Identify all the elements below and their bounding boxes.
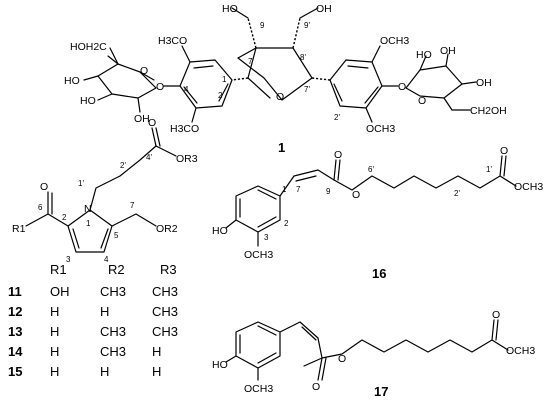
pyr-or3: OR3 (176, 153, 198, 165)
table-cell-r3: CH3 (152, 324, 178, 339)
pyr-n2p: 2' (120, 161, 126, 170)
c1-och3-tl: H3CO (158, 35, 187, 47)
table-row-id: 15 (8, 364, 22, 379)
c1-g-r-ch2oh: CH2OH (470, 105, 507, 117)
c1-n7: 7' (248, 57, 254, 66)
c1-oh9p: OH (316, 3, 332, 15)
pyr-r1: R1 (12, 223, 26, 235)
compound-16 (225, 155, 517, 247)
c1-g-l-oh1: HO (64, 75, 80, 87)
pyr-n6: 6 (38, 203, 43, 212)
pyr-n3: 3 (66, 255, 71, 264)
c1-n9p: 9' (304, 21, 310, 30)
c1-ho9: HO (222, 3, 238, 15)
c16-n1p: 1' (486, 165, 492, 174)
c1-n2p: 2' (334, 113, 340, 122)
c1-och3-br: OCH3 (366, 123, 395, 135)
c1-n9: 9 (260, 21, 265, 30)
pyr-n4: 4 (104, 255, 109, 264)
table-cell-r2: CH3 (100, 324, 126, 339)
c1-g-r-ho1: HO (416, 49, 432, 61)
pyr-n2: 2 (62, 213, 67, 222)
compound-16-id: 16 (372, 266, 386, 281)
c1-g-l-o: O (140, 65, 148, 77)
c1-o-gr: O (398, 81, 406, 93)
c1-och3-bl: H3CO (170, 123, 199, 135)
c16-och3-end: OCH3 (514, 181, 543, 193)
pyr-or2: OR2 (156, 223, 178, 235)
table-cell-r1: H (50, 324, 59, 339)
table-row-id: 12 (8, 304, 22, 319)
table-cell-r3: H (152, 344, 161, 359)
substituent-table: R1 R2 R3 11 OH CH3 CH3 12 H H CH3 13 H C… (8, 262, 178, 379)
compound-1 (83, 7, 477, 123)
c17-och3: OCH3 (244, 383, 273, 395)
table-cell-r2: H (100, 364, 109, 379)
pyr-nitrogen: N (84, 203, 92, 215)
table-header-r1: R1 (50, 262, 67, 277)
c17-o-c: O (312, 381, 320, 393)
compound-17-id: 17 (374, 384, 388, 399)
table-header-r2: R2 (108, 262, 125, 277)
c1-n7p: 7' (304, 85, 310, 94)
c16-o-c2: O (500, 145, 508, 157)
c1-g-r-oh3: OH (476, 77, 492, 89)
c16-n9: 9 (326, 187, 331, 196)
table-cell-r2: CH3 (100, 344, 126, 359)
c17-o-e: O (338, 353, 346, 365)
c16-o-c: O (334, 149, 342, 161)
c16-och3: OCH3 (244, 249, 273, 261)
c17-ho: HO (212, 359, 228, 371)
table-row-id: 14 (8, 344, 23, 359)
c16-o-e: O (352, 189, 360, 201)
c16-ho: HO (212, 225, 228, 237)
pyr-o-carbonyl: O (40, 181, 48, 193)
c16-n6p: 6' (368, 165, 374, 174)
pyr-n1p: 1' (78, 179, 84, 188)
c1-g-l-oh2: HO (80, 95, 96, 107)
table-cell-r2: CH3 (100, 284, 126, 299)
c1-g-l-ch2oh: HOH2C (70, 41, 107, 53)
c16-n7: 7 (296, 185, 301, 194)
c1-n8p: 8' (300, 53, 306, 62)
table-cell-r1: H (50, 304, 59, 319)
compound-17 (225, 319, 509, 381)
c17-och3-end: OCH3 (506, 345, 535, 357)
c1-o-ring: O (276, 91, 284, 103)
pyr-n7: 7 (130, 201, 135, 210)
table-cell-r3: H (152, 364, 161, 379)
c1-n4: 4 (184, 85, 189, 94)
table-cell-r2: H (100, 304, 109, 319)
c1-g-r-oh2: OH (440, 45, 456, 57)
table-cell-r1: H (50, 364, 59, 379)
c1-och3-tr: OCH3 (380, 35, 409, 47)
table-cell-r1: H (50, 344, 59, 359)
c1-g-r-o: O (418, 95, 426, 107)
pyr-n5: 5 (114, 231, 119, 240)
table-cell-r1: OH (50, 284, 70, 299)
c16-n3: 3 (264, 233, 269, 242)
table-row-id: 13 (8, 324, 22, 339)
c17-o-c2: O (492, 309, 500, 321)
c16-n2p: 2' (454, 189, 460, 198)
c1-n2: 2 (218, 91, 223, 100)
table-cell-r3: CH3 (152, 284, 178, 299)
table-row-id: 11 (8, 284, 22, 299)
table-header-r3: R3 (160, 262, 177, 277)
c1-n1: 1 (222, 75, 227, 84)
c16-n1: 1 (282, 185, 287, 194)
pyr-n1: 1 (86, 219, 91, 228)
pyr-o-ester: O (148, 117, 156, 129)
pyr-n4p: 4' (146, 153, 152, 162)
c1-o-gl: O (156, 81, 164, 93)
pyrrole-scaffold (25, 127, 177, 253)
c1-g-l-oh3: OH (134, 113, 150, 125)
c16-n2: 2 (284, 219, 289, 228)
table-cell-r3: CH3 (152, 304, 178, 319)
compound-1-id: 1 (278, 140, 285, 155)
